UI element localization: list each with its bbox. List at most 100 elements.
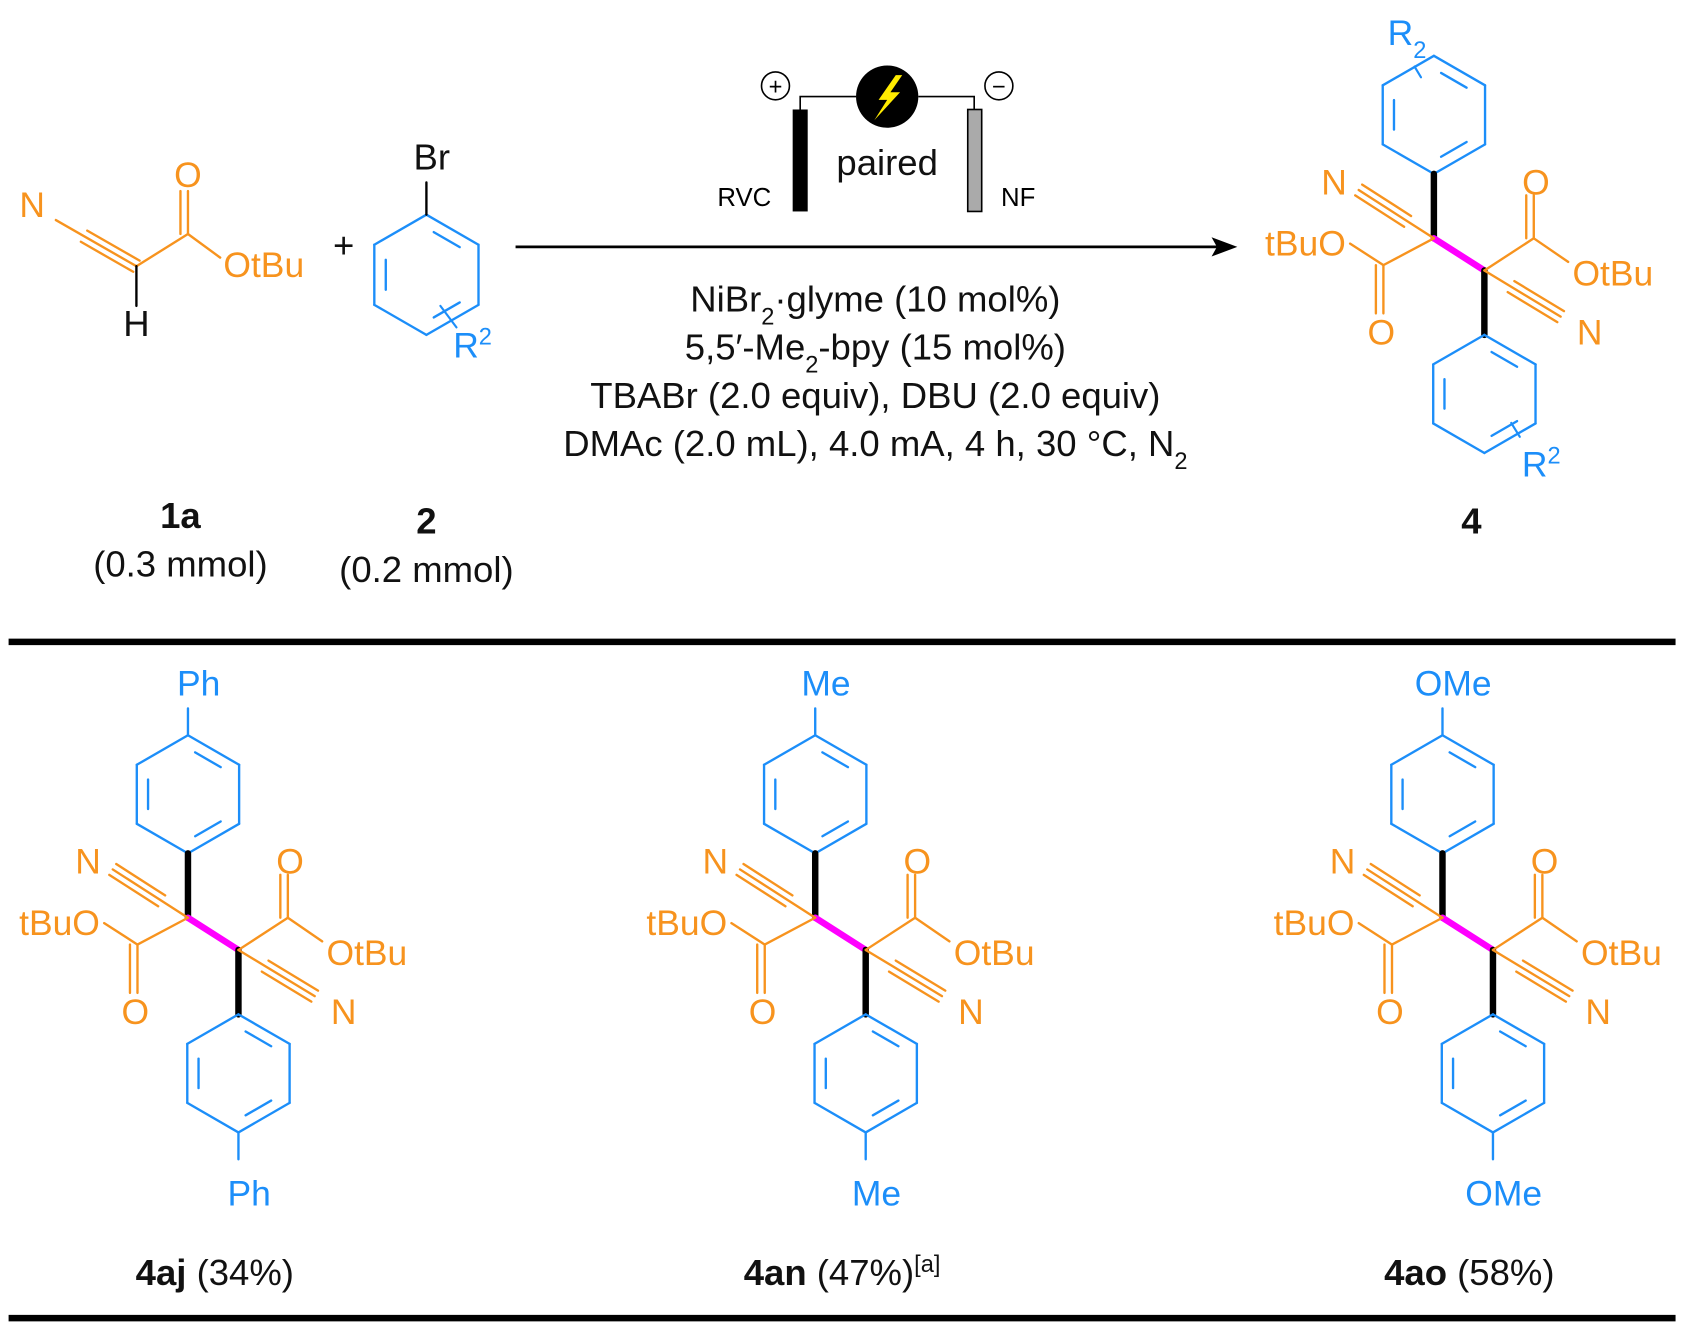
bond [1440,1013,1495,1046]
ester-otbu: OtBu [223,245,304,285]
bond [1521,959,1574,992]
bond [1432,143,1487,176]
benzene-ring [186,1013,291,1134]
bond [1441,822,1495,855]
bond [894,959,947,992]
carbonyl-o: O [276,842,304,882]
anode-label: RVC [717,184,771,212]
bond [237,1013,291,1046]
squiggle-bond [1413,65,1423,79]
bond [864,948,944,998]
example-4an-label: 4an (47%)[a] [744,1252,941,1293]
bond [1491,1013,1546,1046]
bond [115,862,167,897]
bond [1541,916,1578,943]
top-substituent: Ph [177,664,220,704]
benzene-ring [1381,54,1487,176]
bond [1382,237,1436,267]
bottom-substituent: Ph [228,1173,271,1213]
bond [1491,916,1544,952]
condition-line: NiBr2·glyme (10 mol%) [690,278,1060,330]
bond [742,862,794,897]
bottom-substituent: Me [852,1173,901,1213]
ester-tbuo: tBuO [646,903,727,943]
nitrile-n: N [703,842,729,882]
bottom-substituent: R2 [1522,444,1561,485]
bond [913,916,951,943]
reactant-1-id: 1a [160,495,201,536]
squiggle-bond [439,304,458,329]
bond [1390,822,1444,855]
bond [108,873,160,908]
bond [887,970,940,1003]
new-cc-bond [184,914,242,954]
bond [814,822,868,855]
new-cc-bond [1439,914,1497,954]
bond [186,1101,240,1134]
bond [763,916,817,946]
bond [135,232,190,268]
reactant-1-amount: (0.3 mmol) [93,543,267,584]
bond [1490,350,1519,368]
bond [193,751,222,769]
bond [1381,143,1436,176]
bond [1490,419,1519,438]
cathode-minus-sign: − [992,74,1006,100]
carbonyl-o: O [122,992,150,1032]
bond [237,1101,291,1134]
product-id: 4 [1461,500,1482,541]
bond [762,734,817,766]
nitrile-n: N [331,992,357,1032]
bond [1348,242,1385,267]
carbonyl-o: O [903,842,931,882]
bond [1491,1101,1546,1134]
benzene-ring [1390,734,1495,855]
ester-otbu: OtBu [954,933,1035,973]
bond [286,916,324,943]
bond [267,959,320,992]
bond [1361,183,1413,218]
bond [1513,279,1566,313]
bond [54,218,138,268]
nitrile-n: N [1585,992,1611,1032]
bond [432,230,461,249]
squiggle-bond [1510,421,1521,438]
bond [1432,333,1486,366]
bond [1439,140,1468,158]
bond [244,1099,273,1117]
lightning-bolt-icon [874,75,903,121]
cathode-electrode [966,108,983,213]
condition-line: 5,5′-Me2-bpy (15 mol%) [685,327,1066,379]
bond [1532,237,1570,264]
bond [1441,734,1495,766]
bond [864,1101,919,1134]
plus-sign: + [333,225,354,266]
bottom-substituent: OMe [1465,1173,1542,1213]
benzene-ring [1432,333,1537,455]
top-substituent: Me [801,664,850,704]
bond [813,1013,867,1046]
benzene-ring [135,734,241,855]
bond [738,868,817,919]
benzene-ring [373,213,480,337]
bond [1440,1101,1495,1134]
bond [871,1030,900,1048]
example-4aj-label: 4aj (34%) [136,1252,294,1293]
nitrile-n: N [1321,162,1347,202]
nitrile-n: N [1577,313,1603,353]
benzene-ring [813,1013,919,1134]
bond [1506,290,1559,324]
cathode-label: NF [1001,184,1035,212]
bond [237,948,316,998]
bond [864,1013,919,1046]
bond [813,1101,867,1134]
bond [136,916,190,946]
bond [373,303,428,337]
bond [1390,734,1444,766]
bond [1498,1099,1527,1117]
